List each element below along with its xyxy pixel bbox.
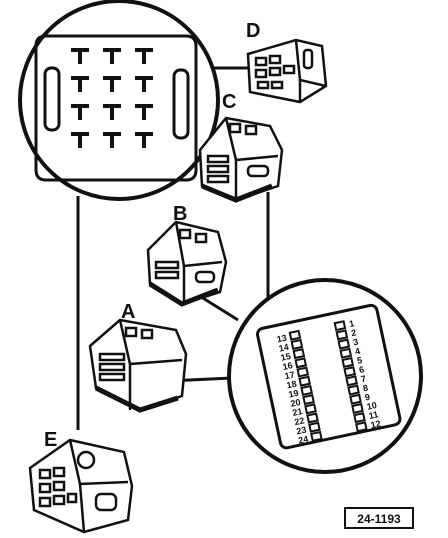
pin-number: 8 — [362, 383, 369, 394]
pin-cavity — [349, 393, 362, 405]
pin-number: 17 — [284, 369, 296, 381]
pin-cavity — [288, 329, 302, 341]
t-terminal-cavity — [103, 76, 121, 92]
pin-cavity — [300, 384, 313, 396]
t-terminal-cavity — [135, 48, 153, 64]
t-terminal-cavity — [135, 76, 153, 92]
pin-cavity — [355, 421, 368, 433]
pin-cavity — [294, 357, 308, 369]
pin-cavity — [341, 356, 355, 368]
connector-c — [198, 116, 284, 203]
pin-cavity — [310, 430, 323, 442]
label-b: B — [173, 203, 187, 225]
pin-number: 14 — [278, 342, 290, 354]
pin-number: 18 — [286, 379, 298, 391]
connector-d — [246, 38, 328, 104]
label-d: D — [246, 20, 260, 42]
pin-number: 15 — [280, 351, 292, 363]
t-terminal-cavity — [135, 132, 153, 148]
pin-cavity — [333, 320, 347, 332]
pin-number: 9 — [364, 392, 371, 403]
pin-cavity — [308, 421, 321, 433]
t-terminal-grid — [71, 48, 153, 148]
label-c: C — [222, 91, 236, 113]
pin-number: 7 — [360, 373, 367, 384]
t-terminal-cavity — [71, 104, 89, 120]
pin-cavity — [343, 366, 356, 378]
pin-cavity — [351, 402, 364, 414]
pin-number: 12 — [370, 418, 382, 430]
pin-number: 20 — [290, 397, 302, 409]
pin-number: 6 — [358, 364, 365, 375]
t-terminal-cavity — [135, 104, 153, 120]
figure-ref-text: 24-1193 — [357, 512, 401, 526]
pin-number: 11 — [368, 409, 379, 421]
pin-cavity — [339, 347, 353, 359]
pin-number: 10 — [366, 400, 378, 412]
label-a: A — [121, 301, 135, 323]
pin-cavity — [353, 412, 366, 424]
magnifier-t-terminals — [18, 0, 220, 201]
pin-cavity — [302, 394, 315, 406]
t-terminal-cavity — [103, 132, 121, 148]
label-e: E — [44, 429, 57, 451]
pin-number: 19 — [288, 388, 300, 400]
t-terminal-cavity — [71, 48, 89, 64]
connector-e — [28, 438, 134, 534]
pin-cavity — [337, 338, 351, 350]
pin-number: 21 — [291, 406, 303, 418]
t-terminal-cavity — [71, 76, 89, 92]
pin-number: 1 — [348, 318, 355, 329]
pin-number: 5 — [356, 355, 363, 366]
pin-number: 16 — [282, 360, 294, 372]
t-terminal-cavity — [103, 104, 121, 120]
pin-cavity — [347, 384, 360, 396]
pin-number: 22 — [293, 415, 305, 427]
pin-cavity — [345, 375, 358, 387]
pin-cavity — [335, 329, 349, 341]
connector-b — [146, 220, 228, 307]
t-terminal-cavity — [71, 132, 89, 148]
pin-number: 23 — [295, 425, 307, 437]
pin-cavity — [306, 412, 319, 424]
connector-a — [88, 318, 188, 413]
pin-number: 4 — [354, 346, 361, 357]
pin-number: 2 — [350, 327, 357, 338]
pin-cavity — [304, 403, 317, 415]
pin-cavity — [298, 375, 311, 387]
pin-number: 24 — [297, 434, 309, 446]
pin-cavity — [296, 366, 310, 378]
pin-number: 13 — [276, 333, 288, 345]
pin-cavity — [290, 338, 304, 350]
pin-number: 3 — [352, 337, 359, 348]
t-terminal-cavity — [103, 48, 121, 64]
pin-cavity — [292, 348, 306, 360]
figure-reference: 24-1193 — [344, 507, 414, 529]
